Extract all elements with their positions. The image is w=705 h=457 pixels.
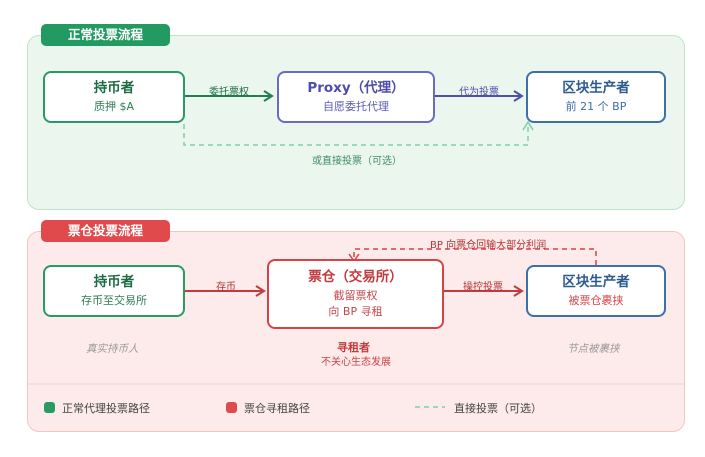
normal-flow-title: 正常投票流程 <box>41 24 170 46</box>
producer-node-exchange: 区块生产者 被票仓裹挟 <box>526 265 666 317</box>
exchange-sub1: 截留票权 <box>333 289 378 302</box>
edge-deposit-arrowhead <box>255 285 266 297</box>
legend-green-swatch <box>44 402 55 413</box>
edge-control-label: 操控投票 <box>463 282 503 293</box>
producer-title: 区块生产者 <box>562 274 630 290</box>
producer-sub: 被票仓裹挟 <box>568 294 624 307</box>
edge-control-arrowhead <box>513 285 524 297</box>
proxy-sub: 自愿委托代理 <box>323 100 389 113</box>
exchange-flow-title: 票仓投票流程 <box>41 220 170 242</box>
edge-direct-dashed <box>183 124 529 146</box>
renter-note-sub: 不关心生态发展 <box>321 357 391 368</box>
exchange-sub2: 向 BP 寻租 <box>328 305 383 318</box>
proxy-title: Proxy（代理） <box>307 80 405 96</box>
legend-red-swatch <box>226 402 237 413</box>
holder-title: 持币者 <box>93 274 135 290</box>
edge-delegate-arrowhead <box>263 90 274 102</box>
edge-direct-arrowhead <box>522 120 534 131</box>
producer-node-normal: 区块生产者 前 21 个 BP <box>526 71 666 123</box>
holder-node-exchange: 持币者 存币至交易所 <box>43 265 185 317</box>
legend-dashed-label: 直接投票（可选） <box>454 402 542 415</box>
holder-sub: 质押 $A <box>93 100 135 113</box>
holder-title: 持币者 <box>93 80 135 96</box>
legend-red-label: 票仓寻租路径 <box>244 402 310 415</box>
edge-kickback-dashed <box>353 248 597 265</box>
renter-note-title: 寻租者 <box>337 341 370 354</box>
edge-delegate-label: 委托票权 <box>209 87 249 98</box>
producer-note: 节点被裹挟 <box>567 343 620 355</box>
holder-note: 真实持币人 <box>86 343 139 355</box>
exchange-title: 票仓（交易所） <box>308 269 403 285</box>
holder-sub: 存币至交易所 <box>81 294 147 307</box>
edge-vote-arrowhead <box>513 90 524 102</box>
edge-vote-label: 代为投票 <box>459 87 499 98</box>
exchange-node: 票仓（交易所） 截留票权 向 BP 寻租 <box>267 259 444 329</box>
producer-sub: 前 21 个 BP <box>565 100 627 113</box>
proxy-node: Proxy（代理） 自愿委托代理 <box>277 71 435 123</box>
edge-kickback-label: BP 向票仓回输大部分利润 <box>430 240 547 251</box>
edge-deposit-label: 存币 <box>216 282 236 293</box>
producer-title: 区块生产者 <box>562 80 630 96</box>
edge-direct-label: 或直接投票（可选） <box>312 156 402 167</box>
holder-node-normal: 持币者 质押 $A <box>43 71 185 123</box>
legend-green-label: 正常代理投票路径 <box>62 402 150 415</box>
